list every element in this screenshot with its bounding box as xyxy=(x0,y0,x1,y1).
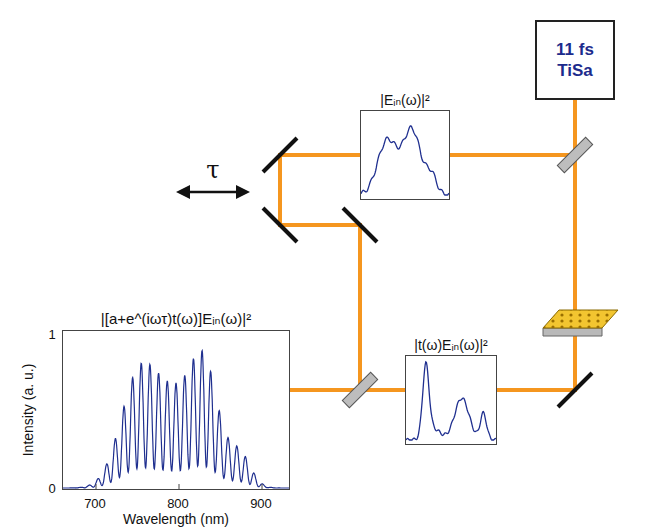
axis-tick: 0 xyxy=(48,481,55,496)
input-spectrum-plot: |Eᵢₙ(ω)|² xyxy=(360,110,450,200)
delay-arrow xyxy=(176,185,250,199)
axis-tick: 1 xyxy=(48,327,55,342)
plot-title: |[a+e^(iωτ)t(ω)]Eᵢₙ(ω)|² xyxy=(101,310,251,328)
axis-title: Wavelength (nm) xyxy=(123,511,229,527)
spectrum-curve xyxy=(361,111,449,199)
axis-tick: 900 xyxy=(250,496,272,511)
plot-title: |Eᵢₙ(ω)|² xyxy=(380,92,429,108)
plot-title: |t(ω)Eᵢₙ(ω)|² xyxy=(414,337,487,353)
box-label: 11 fs TiSa xyxy=(549,39,601,82)
interference-spectrum-plot: |[a+e^(iωτ)t(ω)]Eᵢₙ(ω)|² xyxy=(62,330,290,490)
spectrum-curve xyxy=(406,356,496,444)
sample xyxy=(543,310,618,336)
axis-tick: 800 xyxy=(167,496,189,511)
beam-splitter xyxy=(342,372,377,407)
spectrum-curve xyxy=(63,331,289,489)
transmitted-spectrum-plot: |t(ω)Eᵢₙ(ω)|² xyxy=(405,355,497,445)
beam-splitter xyxy=(557,137,592,172)
axis-title: Intensity (a. u.) xyxy=(20,364,36,457)
laser-source-box: 11 fs TiSa xyxy=(535,20,615,100)
delay-label: τ xyxy=(206,156,219,184)
laser-beam xyxy=(280,100,575,390)
axis-tick: 700 xyxy=(84,496,106,511)
